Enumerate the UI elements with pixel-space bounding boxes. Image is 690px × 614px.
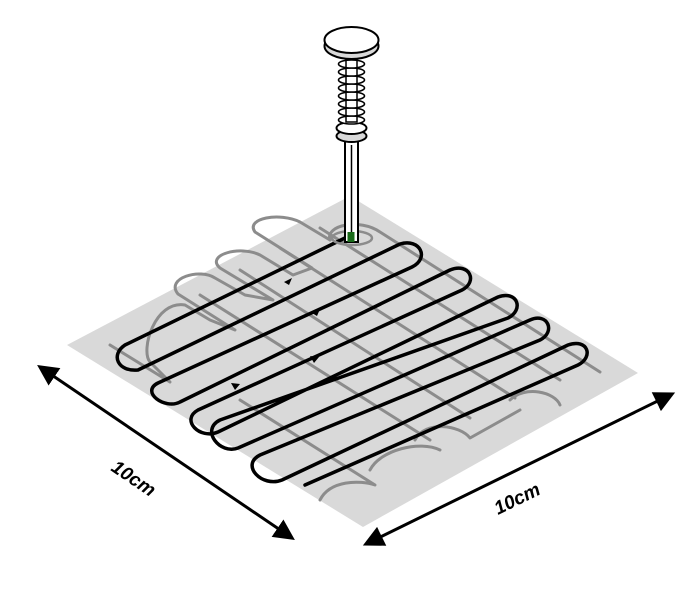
flow-direction-arrowhead-icon [312,309,320,316]
dimension-arrow-left [37,365,295,540]
dimension-label-right: 10cm [491,479,544,519]
dimension-arrow-right [362,392,676,546]
spring-probe-icon [323,26,380,247]
dimension-label-left: 10cm [107,457,159,502]
flow-direction-arrowhead-icon [284,278,292,285]
flow-direction-arrowhead-icon [310,356,319,363]
